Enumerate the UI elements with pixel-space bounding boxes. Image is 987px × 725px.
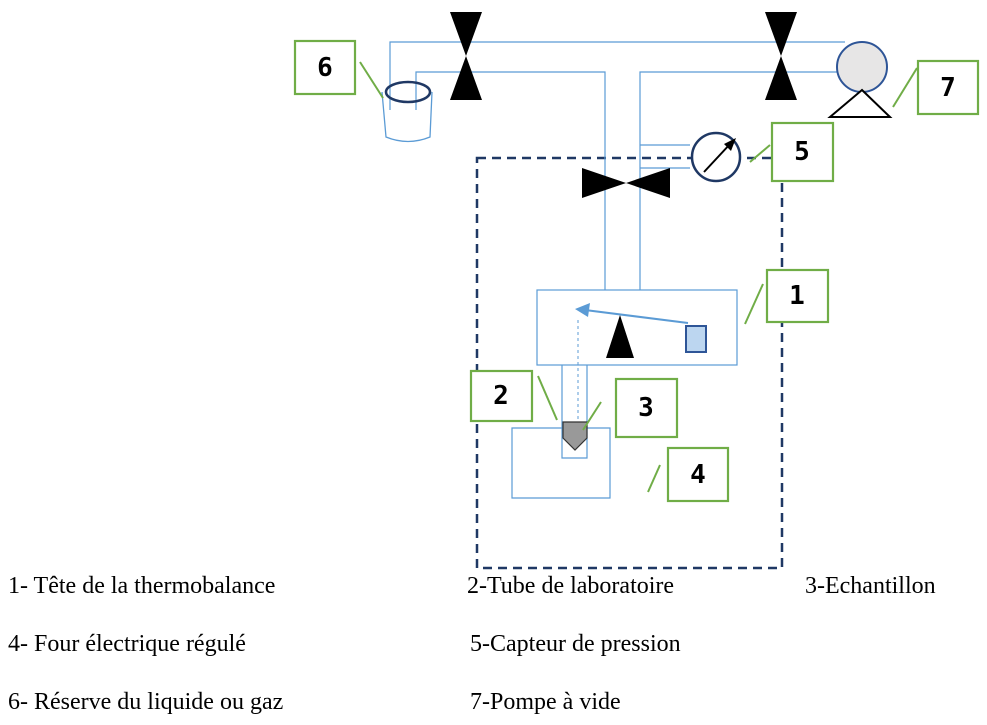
callout-6-label: 6: [317, 53, 333, 83]
callout-2-label: 2: [493, 381, 509, 411]
vacuum-pump-icon: [836, 41, 888, 93]
fulcrum-icon: [606, 315, 634, 358]
enclosure-dashed: [475, 156, 784, 570]
legend-item-6: 6- Réserve du liquide ou gaz: [8, 689, 284, 715]
valve-right-icon: [765, 12, 797, 100]
legend-item-4: 4- Four électrique régulé: [8, 631, 246, 657]
thermobalance-diagram: 6 7 5 1 2 3 4: [293, 12, 980, 570]
legend-item-3: 3-Echantillon: [805, 573, 936, 599]
callout-box-4: [666, 446, 730, 503]
reservoir-top-icon: [384, 80, 432, 104]
callout-leaders: [359, 61, 918, 493]
counterweight-icon: [685, 325, 707, 353]
valve-middle-icon: [582, 168, 670, 198]
gauge-needle-icon: [724, 138, 736, 151]
balance-arrowhead-icon: [575, 303, 590, 317]
callout-box-1: [765, 268, 830, 324]
balance-arrow: [584, 309, 689, 324]
reservoir-icon: [381, 91, 433, 143]
callout-5-label: 5: [794, 137, 810, 167]
legend-item-2: 2-Tube de laboratoire: [467, 573, 675, 599]
legend-item-5: 5-Capteur de pression: [470, 631, 681, 657]
callout-7-label: 7: [940, 73, 956, 103]
legend-item-1: 1- Tête de la thermobalance: [8, 573, 276, 599]
callout-4-label: 4: [690, 460, 706, 490]
pump-base-icon: [827, 88, 893, 118]
callout-box-6: [293, 39, 357, 96]
callout-box-7: [916, 59, 980, 116]
valve-left-icon: [450, 12, 482, 100]
callout-1-label: 1: [789, 281, 805, 311]
callout-3-label: 3: [638, 393, 654, 423]
legend-item-7: 7-Pompe à vide: [470, 689, 621, 715]
callout-box-3: [614, 377, 679, 439]
callout-box-2: [469, 369, 534, 423]
crucible-icon: [562, 421, 588, 451]
callout-box-5: [770, 121, 835, 183]
